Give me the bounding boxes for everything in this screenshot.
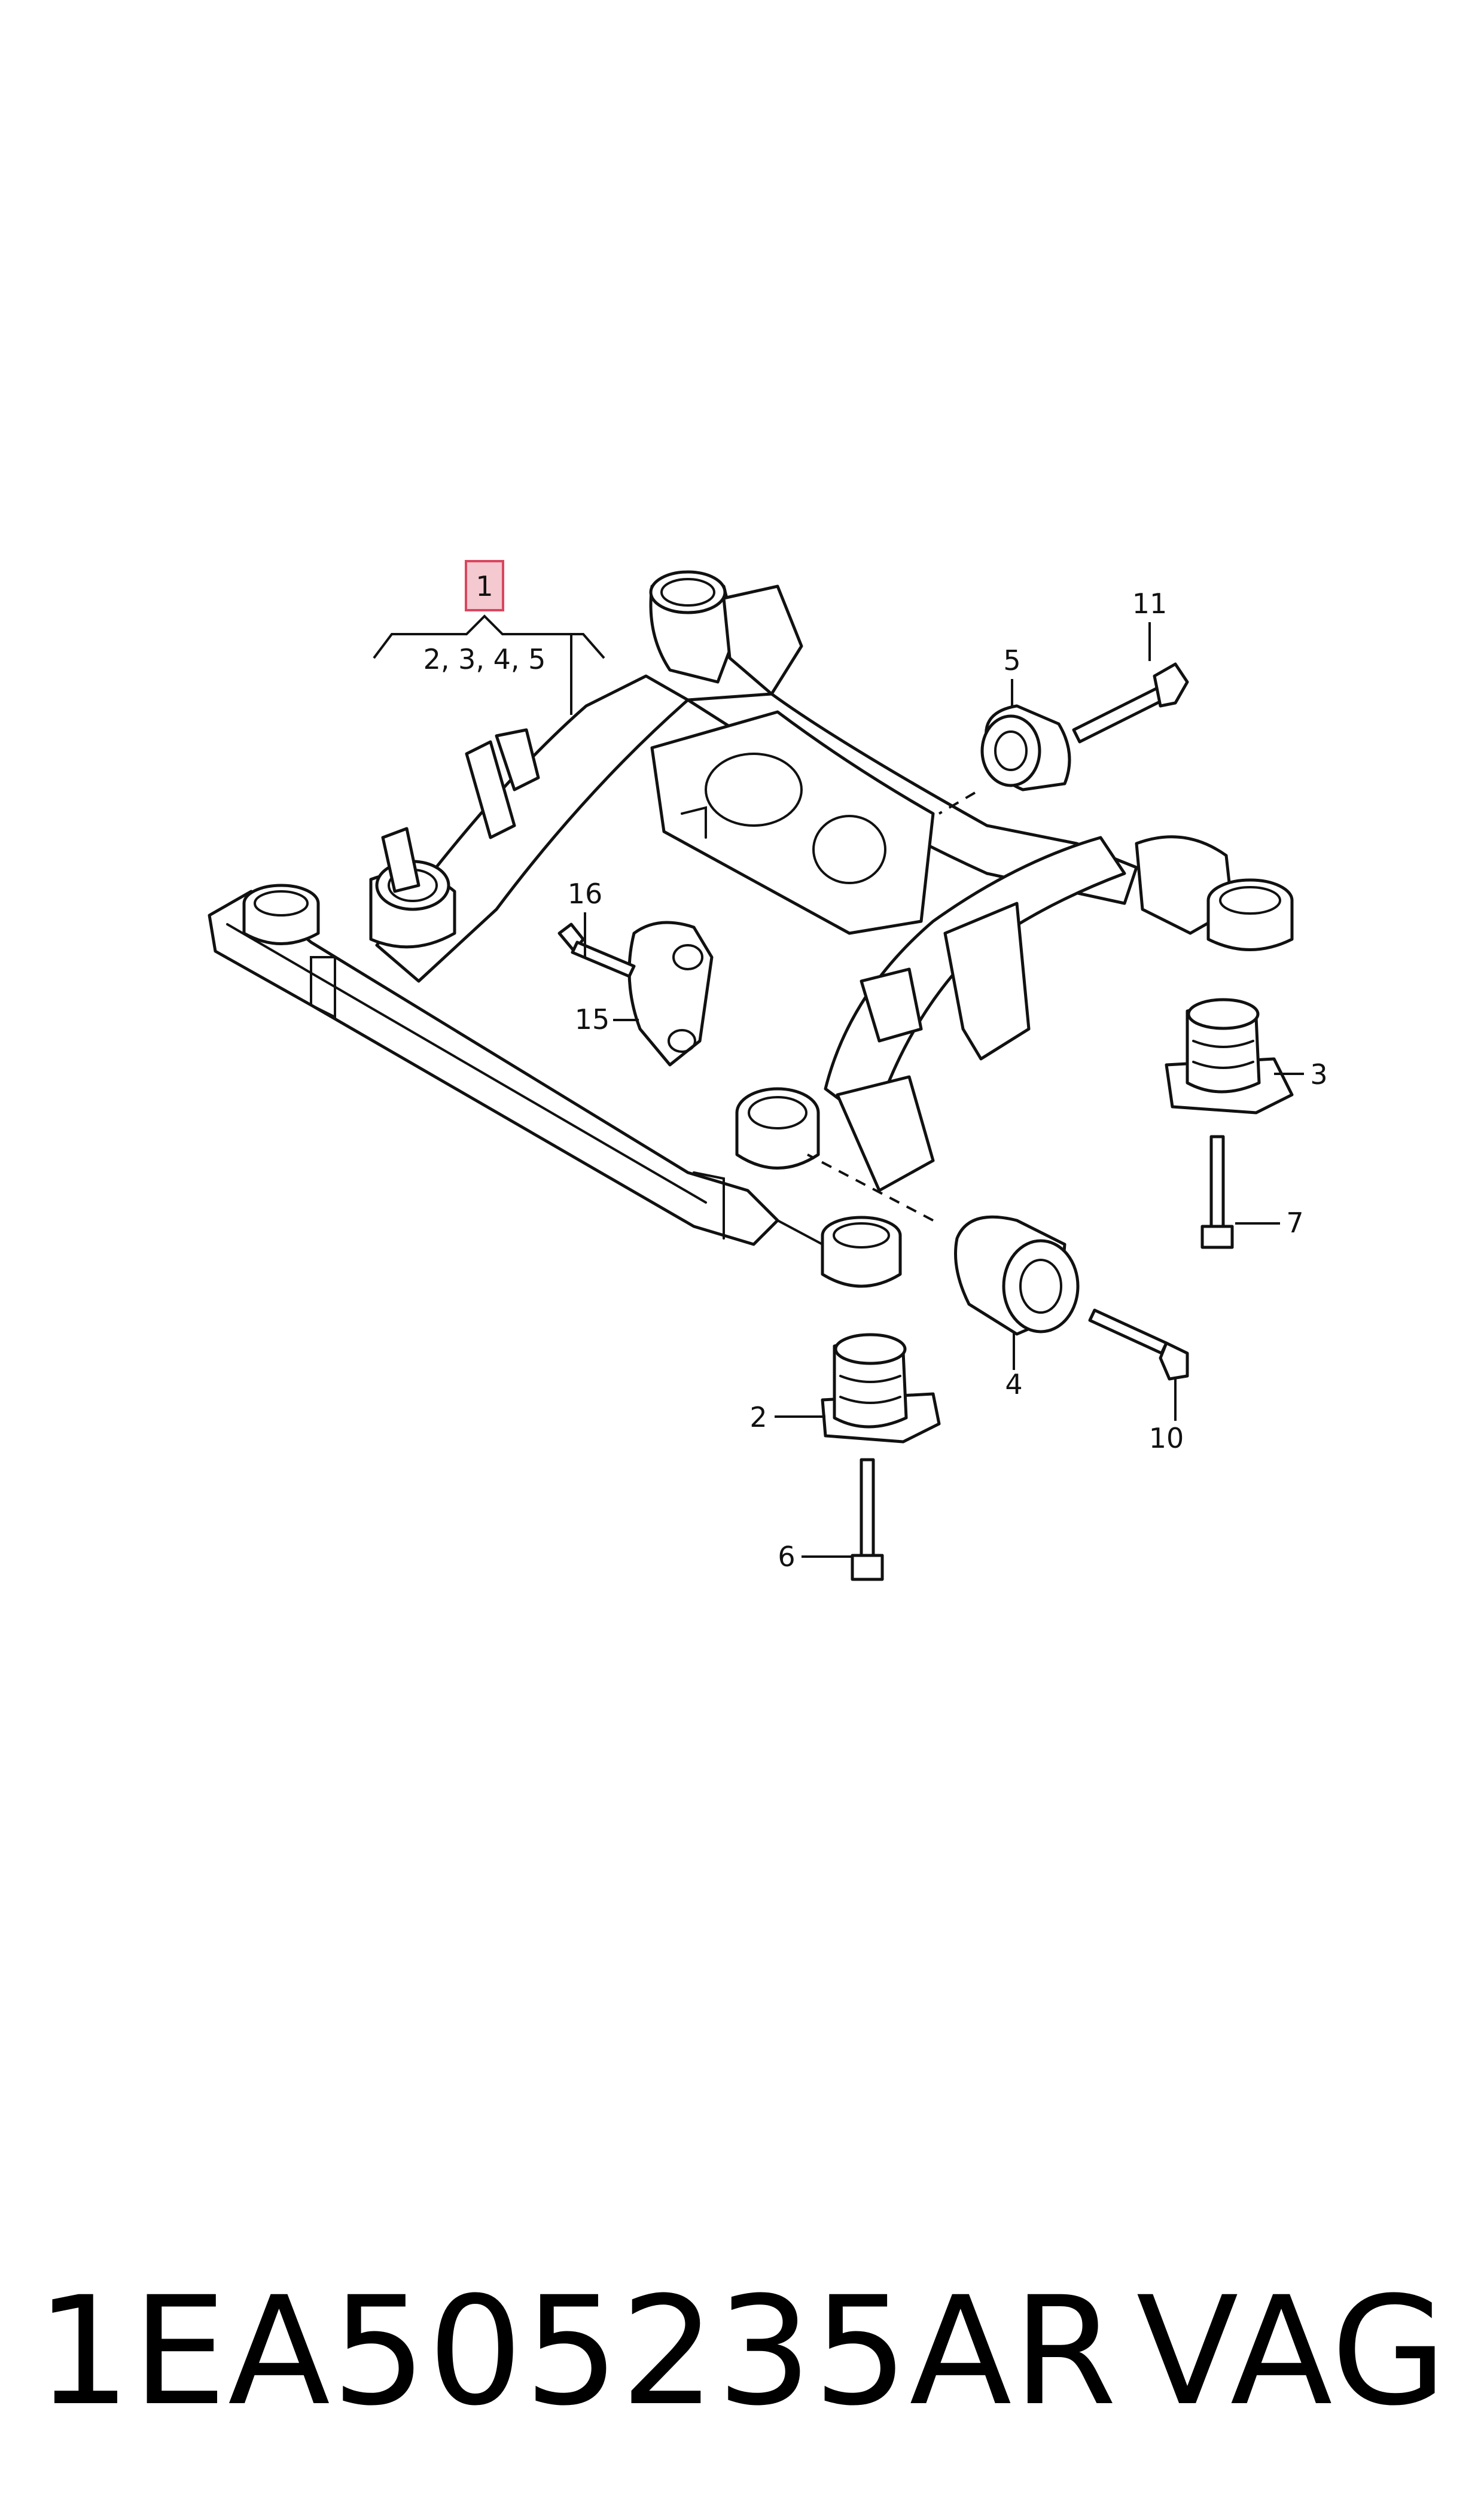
bushing-part-4 bbox=[954, 1215, 1080, 1336]
callout-1-subparts: 2, 3, 4, 5 bbox=[423, 643, 546, 675]
callout-15: 15 bbox=[575, 1003, 610, 1036]
bolt-part-7 bbox=[1200, 1135, 1234, 1249]
bolt-part-11 bbox=[1072, 662, 1189, 744]
mount-part-2 bbox=[821, 1333, 941, 1444]
axis-line-part-4 bbox=[807, 1153, 934, 1222]
callout-2: 2 bbox=[749, 1401, 767, 1433]
callout-4: 4 bbox=[1005, 1368, 1022, 1400]
callout-5: 5 bbox=[1003, 644, 1020, 677]
bolt-part-10 bbox=[1088, 1308, 1189, 1381]
bushing-part-5 bbox=[980, 704, 1071, 791]
callout-1-label: 1 bbox=[476, 570, 493, 602]
footer: 1EA505235AR VAG bbox=[36, 2261, 1448, 2441]
callout-6: 6 bbox=[778, 1540, 795, 1573]
callout-11: 11 bbox=[1132, 587, 1168, 620]
callout-1[interactable]: 1 bbox=[465, 560, 504, 611]
bolt-part-16 bbox=[557, 922, 636, 978]
callout-3: 3 bbox=[1310, 1058, 1327, 1091]
callout-1-bracket bbox=[373, 614, 605, 659]
part-number: 1EA505235AR bbox=[36, 2264, 1119, 2438]
bolt-part-6 bbox=[851, 1458, 884, 1581]
axis-line-part-5 bbox=[938, 791, 976, 815]
brand-name: VAG bbox=[1136, 2264, 1448, 2438]
callout-10: 10 bbox=[1149, 1422, 1184, 1454]
callout-7: 7 bbox=[1286, 1207, 1303, 1239]
rear-subframe bbox=[208, 570, 1294, 1288]
callout-16: 16 bbox=[568, 878, 603, 910]
bracket-part-15 bbox=[627, 921, 714, 1067]
mount-part-3 bbox=[1165, 998, 1294, 1115]
